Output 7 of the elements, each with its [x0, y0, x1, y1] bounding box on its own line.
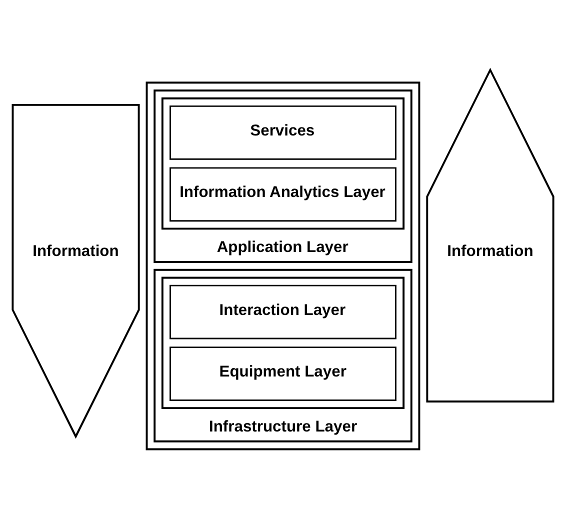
node-box: Information Analytics Layer [170, 167, 396, 222]
node-box: Services [170, 105, 396, 160]
cluster [161, 276, 405, 410]
node-box: Equipment Layer [170, 346, 396, 401]
cluster [161, 97, 405, 230]
cluster [146, 82, 420, 450]
node-box: Interaction Layer [170, 284, 396, 340]
